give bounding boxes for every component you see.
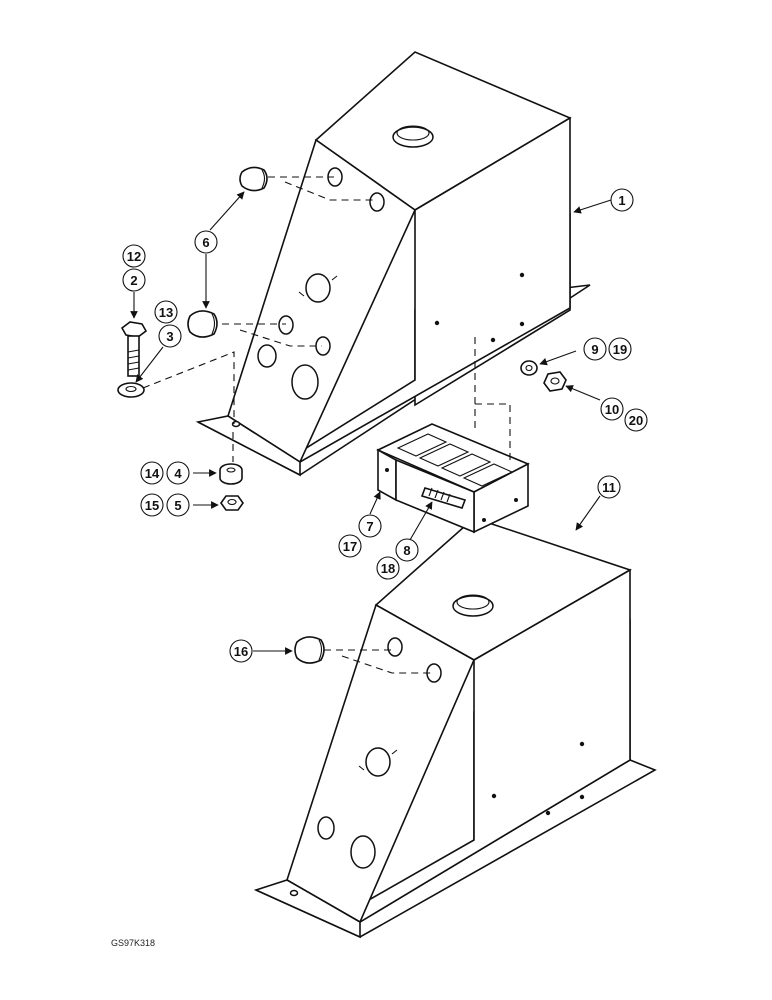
lower-housing xyxy=(253,517,657,939)
svg-text:16: 16 xyxy=(234,644,248,659)
svg-text:14: 14 xyxy=(145,466,160,481)
svg-text:8: 8 xyxy=(403,543,410,558)
callout-4: 4 xyxy=(166,461,190,485)
svg-text:19: 19 xyxy=(613,342,627,357)
washer-right xyxy=(520,360,538,376)
callout-11: 11 xyxy=(597,475,621,499)
callout-20: 20 xyxy=(624,408,648,432)
svg-text:13: 13 xyxy=(159,305,173,320)
svg-text:11: 11 xyxy=(602,480,616,495)
callout-6: 6 xyxy=(194,230,218,254)
callout-17: 17 xyxy=(338,534,362,558)
svg-text:9: 9 xyxy=(591,342,598,357)
callout-12: 12 xyxy=(122,244,146,268)
callout-arrows xyxy=(130,191,612,655)
callout-5: 5 xyxy=(166,493,190,517)
svg-text:3: 3 xyxy=(166,329,173,344)
svg-text:17: 17 xyxy=(343,539,357,554)
svg-text:12: 12 xyxy=(127,249,141,264)
svg-text:10: 10 xyxy=(605,402,619,417)
plug-middle xyxy=(187,310,218,338)
bracket xyxy=(376,423,530,534)
svg-text:18: 18 xyxy=(381,561,395,576)
upper-housing xyxy=(195,51,591,477)
callout-14: 14 xyxy=(140,461,164,485)
callout-7: 7 xyxy=(358,514,382,538)
callout-8: 8 xyxy=(395,538,419,562)
callout-1: 1 xyxy=(610,188,634,212)
stud xyxy=(420,487,467,509)
svg-text:5: 5 xyxy=(174,498,181,513)
callout-3: 3 xyxy=(158,324,182,348)
callout-10: 10 xyxy=(600,397,624,421)
callout-16: 16 xyxy=(229,639,253,663)
svg-text:7: 7 xyxy=(366,519,373,534)
svg-text:15: 15 xyxy=(145,498,159,513)
nut-left xyxy=(220,495,244,511)
svg-text:1: 1 xyxy=(618,193,625,208)
svg-text:6: 6 xyxy=(202,235,209,250)
svg-text:4: 4 xyxy=(174,466,182,481)
callout-19: 19 xyxy=(608,337,632,361)
plug-lower xyxy=(294,636,325,664)
svg-text:2: 2 xyxy=(130,273,137,288)
figure-code: GS97K318 xyxy=(111,938,155,948)
nut-right xyxy=(543,371,567,392)
callout-15: 15 xyxy=(140,493,164,517)
spacer xyxy=(219,463,243,485)
callout-13: 13 xyxy=(154,300,178,324)
assembly-lines xyxy=(142,176,511,674)
svg-text:20: 20 xyxy=(629,413,643,428)
callout-2: 2 xyxy=(122,268,146,292)
washer-left xyxy=(117,382,145,398)
callout-18: 18 xyxy=(376,556,400,580)
bolt xyxy=(120,321,148,377)
callout-9: 9 xyxy=(583,337,607,361)
plug-upper xyxy=(239,166,268,192)
